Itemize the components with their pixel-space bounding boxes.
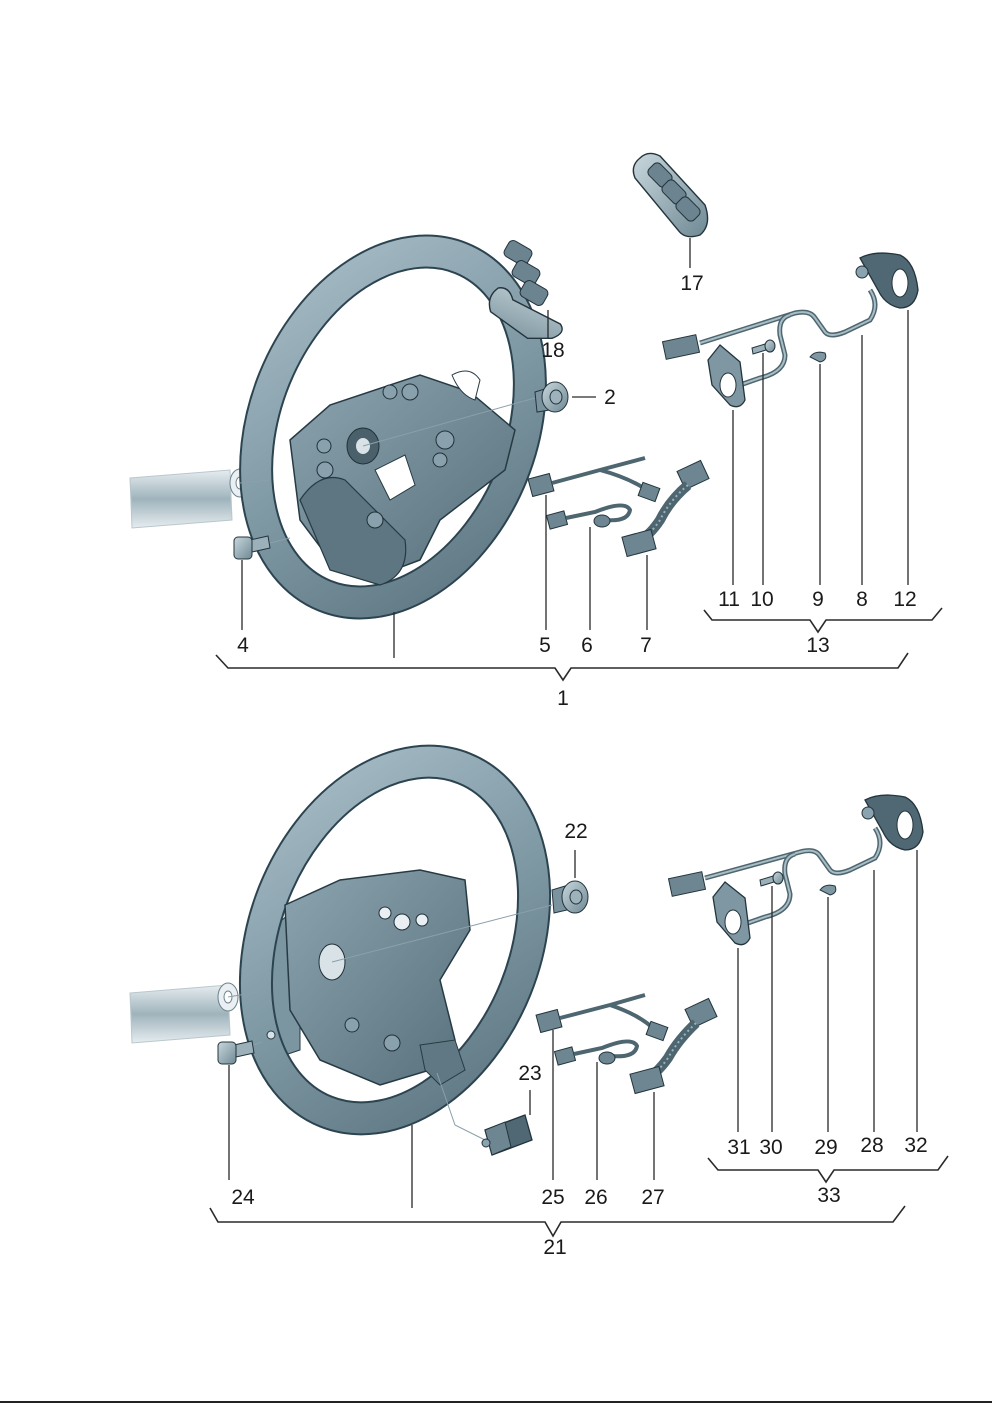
wiring-loom-part-8 [661,288,878,388]
steering-wheel-lower [238,744,552,1136]
callout-18: 18 [541,339,564,362]
callout-24: 24 [231,1186,255,1209]
small-screw-part-10 [751,339,776,355]
callout-1: 1 [557,687,569,710]
steering-column-shaft-lower [129,982,239,1044]
harness-part-25 [535,993,669,1042]
lower-assembly [129,744,949,1238]
callout-7: 7 [640,634,652,657]
harness-part-6 [545,503,633,530]
upper-assembly [129,152,943,682]
bolt-part-22 [551,880,589,914]
ribbon-cable-part-27 [629,997,718,1095]
callout-8: 8 [856,588,868,611]
ribbon-cable-part-7 [621,459,710,558]
callout-21: 21 [543,1236,566,1259]
callout-28: 28 [860,1134,883,1157]
clip-part-9 [809,351,827,363]
callout-31: 31 [727,1136,750,1159]
callout-4: 4 [237,634,249,657]
callout-22: 22 [564,820,587,843]
callout-13: 13 [806,634,829,657]
switch-plate-part-32 [861,794,924,851]
control-unit-part-23 [481,1114,533,1156]
callout-30: 30 [759,1136,782,1159]
callout-29: 29 [814,1136,837,1159]
switch-plate-part-31 [712,881,751,946]
callout-10: 10 [750,588,773,611]
page-bottom-rule [0,1401,992,1403]
switch-cap-part-18 [488,240,563,339]
callout-27: 27 [641,1186,664,1209]
callout-17: 17 [680,272,703,295]
steering-wheel-upper [239,234,547,620]
clip-part-29 [819,884,837,896]
callout-33: 33 [817,1184,840,1207]
callout-25: 25 [541,1186,564,1209]
switch-plate-part-11 [707,344,746,408]
callout-12: 12 [893,588,916,611]
callout-26: 26 [584,1186,607,1209]
screw-part-4 [233,535,271,560]
callout-2: 2 [604,386,616,409]
callout-5: 5 [539,634,551,657]
callout-11: 11 [718,588,740,611]
callout-23: 23 [518,1062,541,1085]
harness-part-26 [553,1039,640,1066]
wiring-loom-part-28 [667,826,883,927]
steering-column-shaft [129,468,251,529]
switch-cap-part-17 [632,152,709,238]
switch-plate-part-12 [855,252,919,309]
callout-9: 9 [812,588,824,611]
callout-6: 6 [581,634,593,657]
screw-part-24 [217,1040,255,1065]
small-screw-part-30 [759,871,784,887]
callout-32: 32 [904,1134,927,1157]
bolt-part-2 [534,381,569,413]
harness-part-5 [527,456,661,503]
